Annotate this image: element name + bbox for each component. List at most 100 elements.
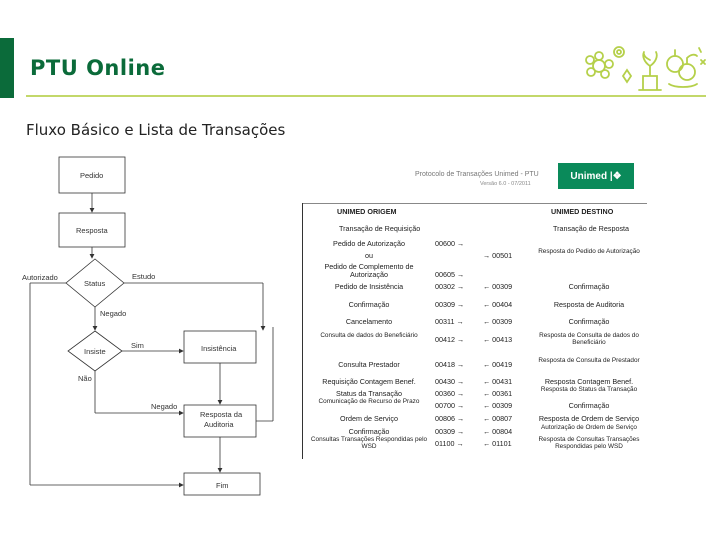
flow-sim-label: Sim bbox=[131, 341, 144, 350]
flow-estudo-label: Estudo bbox=[132, 272, 155, 281]
response-code: ← 01101 bbox=[483, 439, 512, 448]
table-row: Consulta Prestador 00418 → ← 00419 Resposta… bbox=[303, 357, 647, 372]
origin-subheader: Transação de Requisição bbox=[339, 224, 421, 233]
request-code: 00700 → bbox=[435, 401, 465, 410]
response-code: ← 00309 bbox=[483, 282, 513, 291]
flow-negado-label: Negado bbox=[100, 309, 126, 318]
response-code: ← 00431 bbox=[483, 377, 513, 386]
request-code: 00311 → bbox=[435, 317, 464, 326]
decorative-plants-icon bbox=[585, 46, 706, 91]
insistencia-box bbox=[183, 330, 257, 364]
pedido-box bbox=[58, 156, 126, 194]
destination-header: UNIMED DESTINO bbox=[551, 207, 614, 216]
table-row: Confirmação 00309 → ← 00404 Resposta de Aud… bbox=[303, 300, 647, 312]
flow-fim-label: Fim bbox=[216, 481, 229, 490]
response-code: ← 00404 bbox=[483, 300, 513, 309]
request-name: ou bbox=[365, 251, 373, 260]
request-name: Consulta de dados do Beneficiário bbox=[320, 332, 418, 339]
flow-nao-label: Não bbox=[78, 374, 92, 383]
response-name: Resposta de Consultas Transações Respond… bbox=[538, 436, 640, 450]
document-version: Versão 6.0 - 07/2011 bbox=[480, 181, 531, 187]
slide-title: PTU Online bbox=[30, 56, 166, 80]
table-row: Consulta de dados do Beneficiário 00412 →… bbox=[303, 332, 647, 347]
table-row: Pedido de Insistência 00302 → ← 00309 Confi… bbox=[303, 282, 647, 294]
table-row: Pedido de Autorização 00600 → bbox=[303, 239, 647, 251]
response-name: Resposta Contagem Benef. bbox=[544, 377, 634, 386]
request-code: 00309 → bbox=[435, 427, 465, 436]
table-row: ou → 00501 Resposta do Pedido de Autorizaç… bbox=[303, 248, 647, 263]
response-name: Confirmação bbox=[568, 401, 610, 410]
request-code: 00418 → bbox=[435, 360, 465, 369]
request-name: Consultas Transações Respondidas pelo WS… bbox=[310, 436, 428, 450]
flow-resposta-auditoria-label-1: Resposta da bbox=[200, 410, 243, 419]
slide-subtitle: Fluxo Básico e Lista de Transações bbox=[26, 121, 286, 139]
logo-symbol-icon: |❖ bbox=[609, 170, 622, 182]
response-name: Resposta de Auditoria bbox=[553, 300, 625, 309]
request-name: Pedido de Autorização bbox=[333, 239, 405, 248]
request-name: Consulta Prestador bbox=[338, 360, 400, 369]
table-row: Comunicação de Recurso de Prazo 00700 → ← … bbox=[303, 398, 647, 413]
request-name: Pedido de Complemento de bbox=[324, 262, 414, 271]
response-code: ← 00309 bbox=[483, 401, 513, 410]
flow-resposta-label: Resposta bbox=[76, 226, 109, 235]
response-name: Resposta de Ordem de Serviço bbox=[538, 414, 640, 423]
response-name: Autorização de Ordem de Serviço bbox=[541, 424, 637, 431]
response-name: Resposta de Consulta de Prestador bbox=[538, 357, 640, 364]
document-title: Protocolo de Transações Unimed - PTU bbox=[415, 171, 539, 178]
table-row: Cancelamento 00311 → ← 00309 Confirmação bbox=[303, 317, 647, 329]
request-code: 00309 → bbox=[435, 300, 465, 309]
flow-autorizado-label: Autorizado bbox=[22, 273, 58, 282]
response-code: ← 00309 bbox=[483, 317, 513, 326]
request-code: 01100 → bbox=[435, 439, 464, 448]
response-code: ← 00419 bbox=[483, 360, 513, 369]
table-row: Autorização 00605 → bbox=[303, 270, 647, 282]
flowchart: Pedido Resposta Status Autorizado Estudo… bbox=[22, 156, 274, 496]
unimed-logo: Unimed |❖ bbox=[558, 163, 634, 189]
request-name: Autorização bbox=[350, 270, 388, 279]
request-code: 00302 → bbox=[435, 282, 465, 291]
origin-header: UNIMED ORIGEM bbox=[337, 207, 397, 216]
table-top-rule bbox=[303, 203, 647, 204]
request-name: Cancelamento bbox=[345, 317, 393, 326]
response-name: Confirmação bbox=[568, 282, 610, 291]
document-header: Protocolo de Transações Unimed - PTU Ver… bbox=[380, 160, 650, 194]
flow-negado2-label: Negado bbox=[151, 402, 177, 411]
response-name: Resposta do Pedido de Autorização bbox=[538, 248, 640, 255]
response-name: Resposta de Consulta de dados do Benefic… bbox=[539, 332, 639, 346]
accent-bar bbox=[0, 38, 14, 98]
request-code: 00600 → bbox=[435, 239, 465, 248]
destination-subheader: Transação de Resposta bbox=[553, 224, 630, 233]
table-row: Ordem de Serviço 00806 → ← 00807 Resposta d… bbox=[303, 414, 647, 426]
response-code: ← 00804 bbox=[483, 427, 513, 436]
response-code: ← 00361 bbox=[483, 389, 513, 398]
title-divider bbox=[26, 95, 706, 97]
request-code: 00605 → bbox=[435, 270, 465, 279]
table-row: Requisição Contagem Benef. 00430 → ← 00431… bbox=[303, 377, 647, 389]
response-name: Resposta do Status da Transação bbox=[540, 386, 638, 393]
request-code: 00412 → bbox=[435, 335, 465, 344]
request-name: Comunicação de Recurso de Prazo bbox=[318, 398, 420, 405]
transactions-table: UNIMED ORIGEM UNIMED DESTINO Transação d… bbox=[302, 203, 647, 459]
request-name: Requisição Contagem Benef. bbox=[322, 377, 416, 386]
request-name: Ordem de Serviço bbox=[340, 414, 398, 423]
fim-box bbox=[183, 472, 261, 496]
flow-status-label: Status bbox=[84, 279, 106, 288]
response-name: Confirmação bbox=[568, 317, 610, 326]
response-code: ← 00807 bbox=[483, 414, 513, 423]
request-code: 00806 → bbox=[435, 414, 465, 423]
flow-insistencia-label: Insistência bbox=[201, 344, 237, 353]
table-row: Pedido de Complemento de bbox=[303, 262, 647, 274]
table-row: Consultas Transações Respondidas pelo WS… bbox=[303, 436, 647, 451]
response-code: ← 00413 bbox=[483, 335, 513, 344]
request-name: Pedido de Insistência bbox=[334, 282, 404, 291]
response-code: → 00501 bbox=[483, 251, 513, 260]
flow-pedido-label: Pedido bbox=[80, 171, 103, 180]
request-name: Confirmação bbox=[348, 300, 390, 309]
request-name: Status da Transação bbox=[336, 389, 402, 398]
request-code: 00430 → bbox=[435, 377, 465, 386]
flow-insiste-label: Insiste bbox=[84, 347, 106, 356]
flow-resposta-auditoria-label-2: Auditoria bbox=[204, 420, 234, 429]
table-row: Status da Transação 00360 → ← 00361 Respost… bbox=[303, 386, 647, 401]
request-code: 00360 → bbox=[435, 389, 465, 398]
